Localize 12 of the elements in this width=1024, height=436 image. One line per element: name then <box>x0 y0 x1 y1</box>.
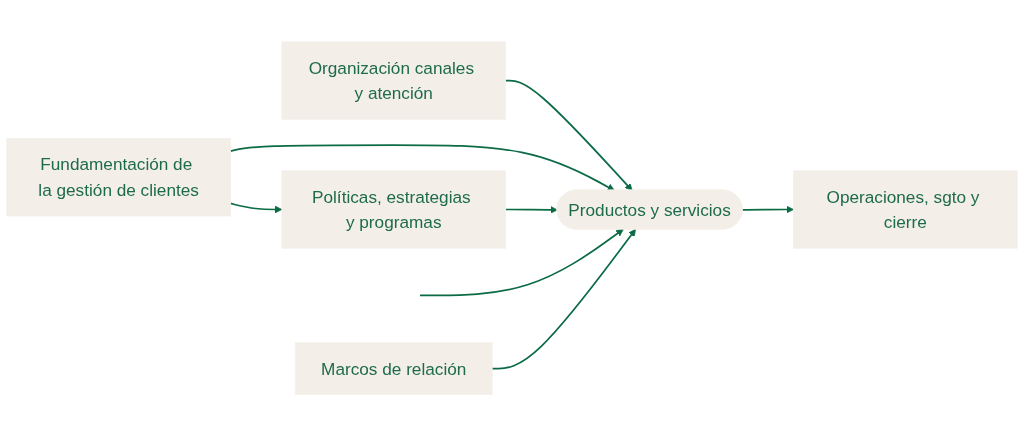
arrow <box>491 228 636 370</box>
arrow <box>504 79 633 191</box>
arrow <box>418 228 624 297</box>
node-box: Políticas, estrategias y programas <box>281 170 506 249</box>
node-box: Marcos de relación <box>294 342 493 395</box>
node-box: Fundamentación de la gestión de clientes <box>6 138 231 217</box>
arrow <box>741 205 794 214</box>
arrow <box>229 202 283 214</box>
arrow <box>504 205 558 214</box>
node-box: Operaciones, sgto y cierre <box>793 170 1018 249</box>
arrow <box>229 144 615 191</box>
node-box: Organización canales y atención <box>281 41 506 120</box>
